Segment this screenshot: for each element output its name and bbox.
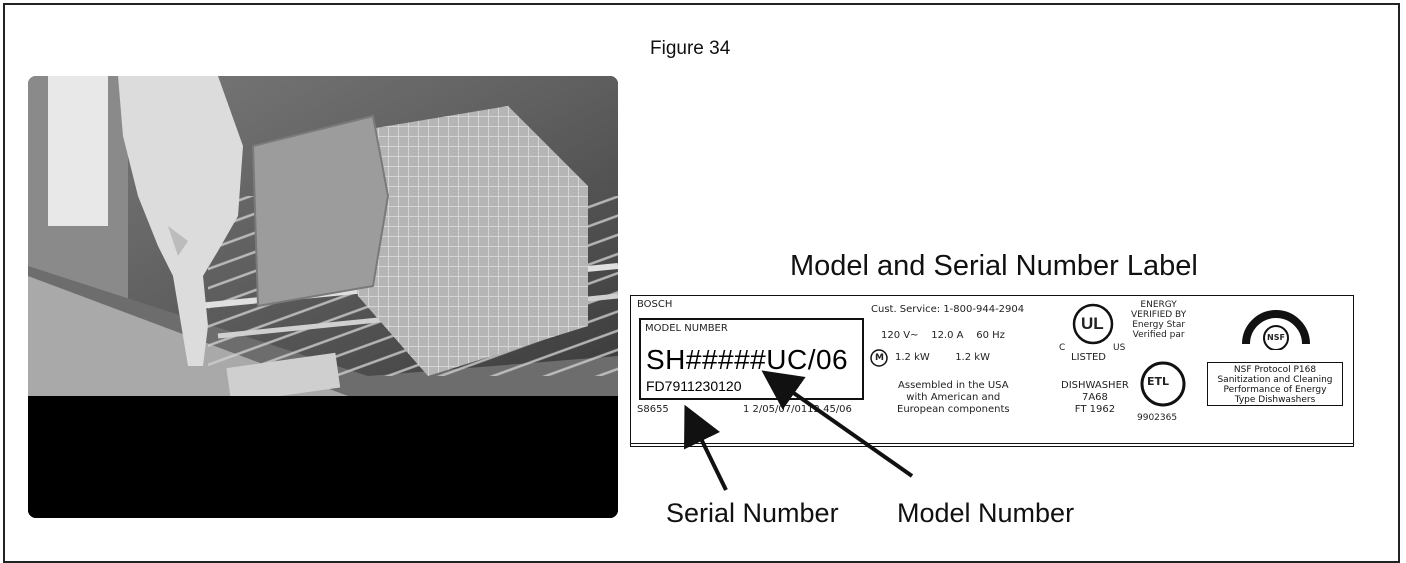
plate-code-left: S8655: [637, 404, 669, 415]
etl-code-text: 9902365: [1137, 413, 1178, 423]
assembled-line: Assembled in the USA with American and E…: [897, 380, 1010, 415]
nsf-badge-text: NSF: [1267, 333, 1285, 342]
serial-number-annotation: Serial Number: [666, 498, 839, 528]
dishwasher-basket-photo-icon: [28, 76, 618, 518]
service-line: Cust. Service: 1-800-944-2904: [871, 304, 1025, 315]
etl-badge-text: ETL: [1147, 375, 1170, 388]
nsf-protocol-text: NSF Protocol P168 Sanitization and Clean…: [1217, 365, 1333, 405]
model-serial-plate: BOSCH MODEL NUMBER SH#####UC/06 FD791123…: [630, 295, 1354, 447]
ul-c-text: C: [1059, 343, 1066, 353]
ul-badge-text: UL: [1081, 314, 1104, 333]
model-number-annotation: Model Number: [897, 498, 1075, 528]
figure-label: Figure 34: [650, 38, 731, 59]
ul-logo-icon: [1072, 303, 1114, 345]
dishwasher-line: DISHWASHER 7A68 FT 1962: [1061, 380, 1129, 415]
ul-listed-text: LISTED: [1071, 352, 1106, 363]
serial-number-value: FD7911230120: [646, 378, 742, 394]
plate-divider: [631, 443, 1353, 444]
m-badge-icon: [870, 349, 888, 367]
dishwasher-photo: [28, 76, 618, 518]
nsf-logo-icon: [1242, 310, 1310, 350]
m-badge-text: M: [875, 353, 884, 363]
plate-code-right: 1 2/05/07/0112 45/06: [743, 404, 852, 415]
motor-line: 1.2 kW 1.2 kW: [895, 352, 990, 363]
volt-line: 120 V~ 12.0 A 60 Hz: [881, 330, 1005, 341]
model-heading: MODEL NUMBER: [645, 323, 728, 334]
brand-text: BOSCH: [637, 299, 673, 310]
etl-logo-icon: [1140, 361, 1186, 407]
ul-us-text: US: [1113, 343, 1126, 353]
label-title: Model and Serial Number Label: [790, 250, 1198, 282]
energy-text: ENERGY VERIFIED BY Energy Star Verified …: [1131, 300, 1187, 340]
model-number-box: MODEL NUMBER SH#####UC/06 FD7911230120: [639, 318, 864, 400]
model-number-value: SH#####UC/06: [646, 344, 849, 375]
nsf-protocol-box: NSF Protocol P168 Sanitization and Clean…: [1207, 362, 1343, 406]
